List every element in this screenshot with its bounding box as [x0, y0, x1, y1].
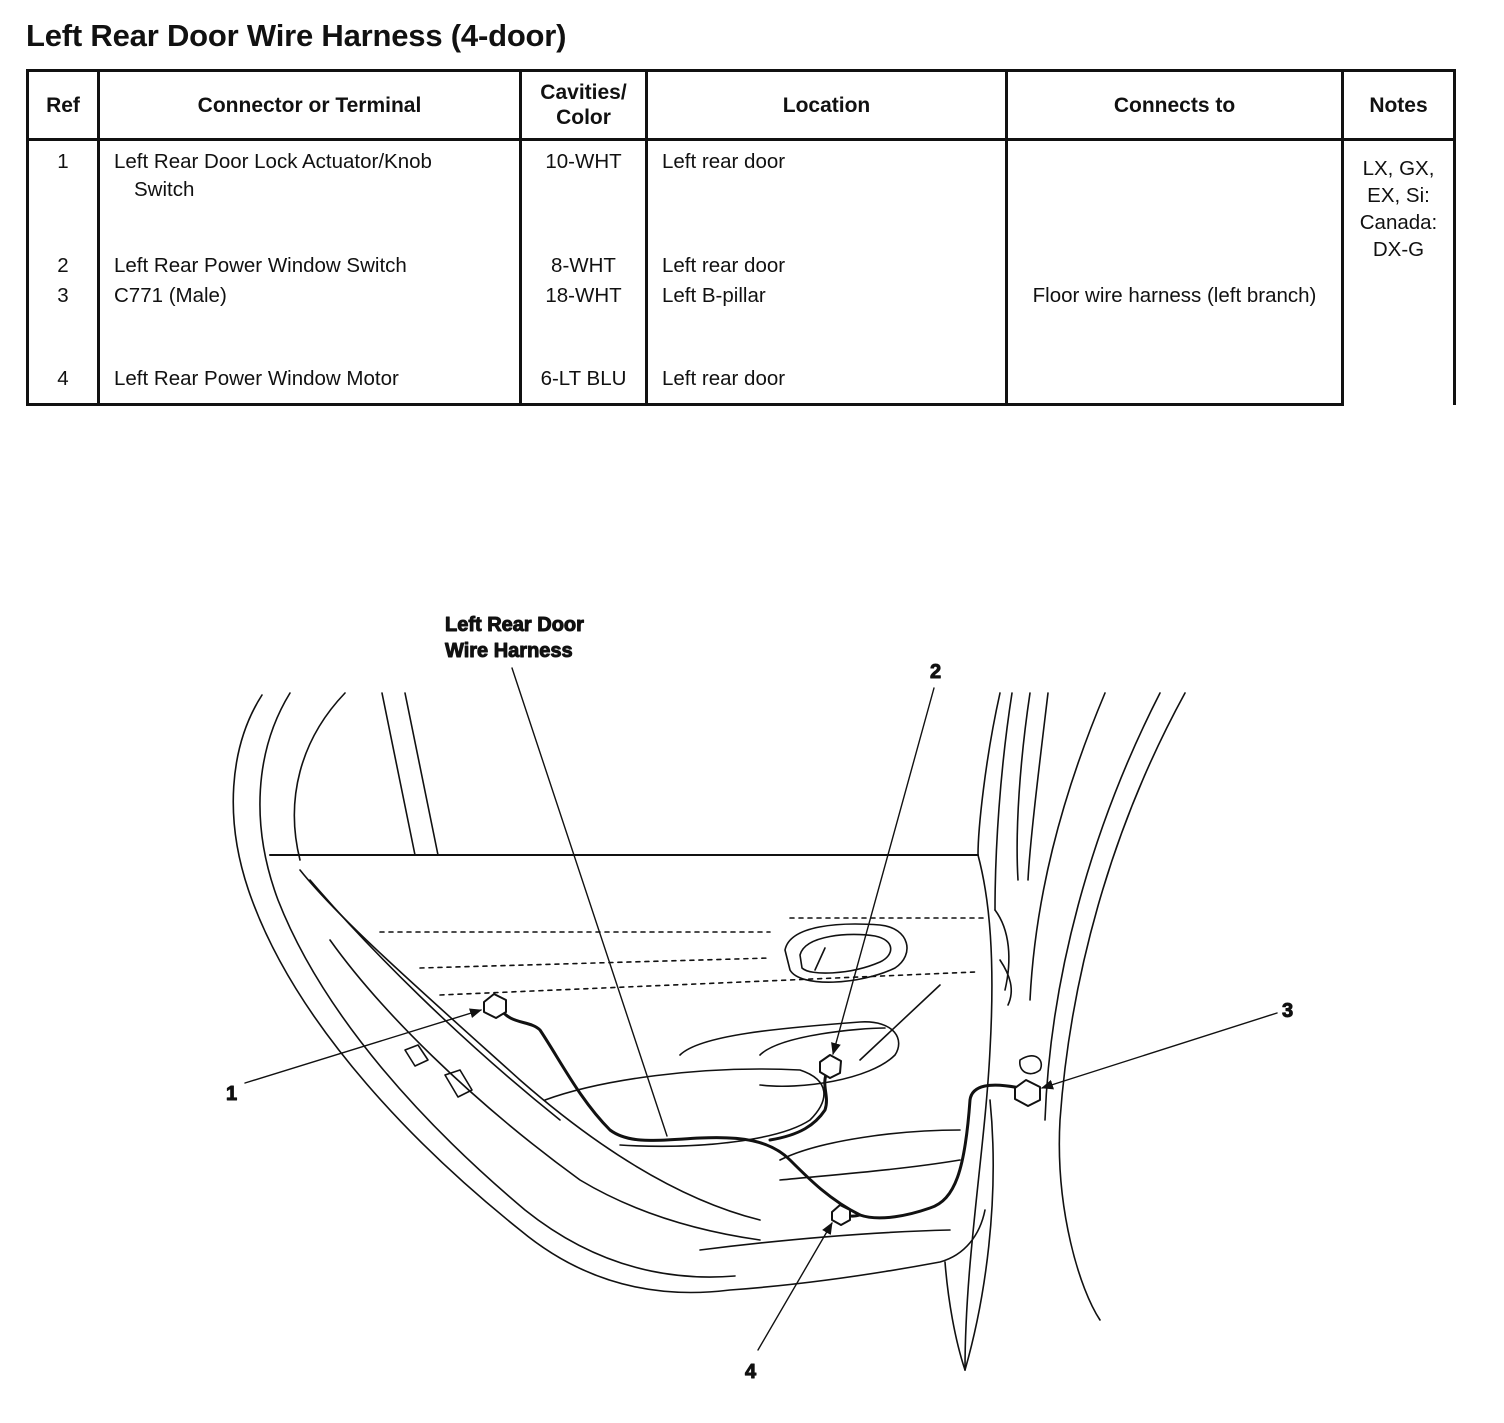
header-connects-to: Connects to	[1005, 69, 1344, 141]
leader-arrow-1	[244, 1008, 482, 1084]
connector-table: Ref Connector or Terminal Cavities/ Colo…	[26, 69, 1456, 406]
cell-connects-to	[1005, 139, 1344, 252]
header-cavities-line2: Color	[556, 106, 611, 129]
connector-1-shape	[483, 993, 507, 1019]
cell-connector: Left Rear Power Window Switch	[97, 251, 522, 282]
header-connector: Connector or Terminal	[97, 69, 522, 141]
cell-location: Left rear door	[645, 139, 1008, 252]
notes-line: EX, Si:	[1367, 184, 1430, 207]
notes-line: LX, GX,	[1362, 157, 1435, 180]
table-row: 3 C771 (Male) 18-WHT Left B-pillar Floor…	[26, 281, 1455, 365]
leader-arrow-2	[831, 687, 935, 1055]
cell-notes: LX, GX, EX, Si: Canada: DX-G	[1341, 139, 1456, 405]
harness-label-line1: Left Rear Door	[445, 614, 584, 636]
notes-line: Canada:	[1359, 211, 1438, 234]
cell-ref: 3	[26, 281, 100, 365]
cell-ref: 4	[26, 364, 100, 406]
header-location: Location	[645, 69, 1008, 141]
header-cavities-line1: Cavities/	[540, 81, 627, 104]
header-cavities: Cavities/ Color	[519, 69, 648, 141]
page-title: Left Rear Door Wire Harness (4-door)	[26, 18, 567, 53]
connector-name: Left Rear Power Window Motor	[114, 366, 399, 390]
cell-location: Left rear door	[645, 251, 1008, 282]
leader-arrow-4	[757, 1222, 833, 1351]
table-row: 2 Left Rear Power Window Switch 8-WHT Le…	[26, 251, 1455, 282]
table-row: 1 Left Rear Door Lock Actuator/Knob Swit…	[26, 139, 1456, 405]
cell-cavities: 10-WHT	[519, 139, 648, 252]
cell-ref: 2	[26, 251, 100, 282]
cell-cavities: 8-WHT	[519, 251, 648, 282]
connector-2-shape	[819, 1054, 842, 1079]
cell-cavities: 6-LT BLU	[519, 364, 648, 406]
cell-cavities: 18-WHT	[519, 281, 648, 365]
cell-connector: Left Rear Power Window Motor	[97, 364, 522, 406]
leader-lines	[244, 667, 1278, 1351]
notes-line: DX-G	[1372, 238, 1425, 261]
table-header-row: Ref Connector or Terminal Cavities/ Colo…	[26, 69, 1456, 141]
connector-name: Left Rear Power Window Switch	[114, 253, 407, 277]
cell-connects-to	[1005, 251, 1344, 282]
wire-harness	[498, 1006, 1022, 1220]
cell-connector: Left Rear Door Lock Actuator/Knob Switch	[97, 139, 522, 252]
notes-text: LX, GX, EX, Si: Canada: DX-G	[1344, 148, 1453, 263]
callout-4: 4	[745, 1361, 757, 1383]
cell-connects-to	[1005, 364, 1344, 406]
door-outline	[232, 692, 1186, 1371]
leader-harness	[511, 667, 668, 1137]
connector-name: Left Rear Door Lock Actuator/Knob Switch	[114, 150, 432, 201]
connector-3-shape	[1014, 1079, 1041, 1107]
connector-4-shape	[831, 1204, 851, 1226]
header-ref: Ref	[26, 69, 100, 141]
header-notes: Notes	[1341, 69, 1456, 141]
leader-arrow-3	[1041, 1012, 1278, 1090]
connector-table-container: Ref Connector or Terminal Cavities/ Colo…	[26, 69, 1456, 406]
cell-connects-to: Floor wire harness (left branch)	[1005, 281, 1344, 365]
table-row: 4 Left Rear Power Window Motor 6-LT BLU …	[26, 364, 1455, 406]
connector-name: C771 (Male)	[114, 283, 227, 307]
cell-connector: C771 (Male)	[97, 281, 522, 365]
cell-location: Left rear door	[645, 364, 1008, 406]
cell-location: Left B-pillar	[645, 281, 1008, 365]
cell-ref: 1	[26, 139, 100, 252]
callout-3: 3	[1282, 1000, 1293, 1022]
callout-2: 2	[930, 661, 941, 683]
harness-label-line2: Wire Harness	[445, 640, 573, 662]
callout-1: 1	[226, 1083, 237, 1105]
